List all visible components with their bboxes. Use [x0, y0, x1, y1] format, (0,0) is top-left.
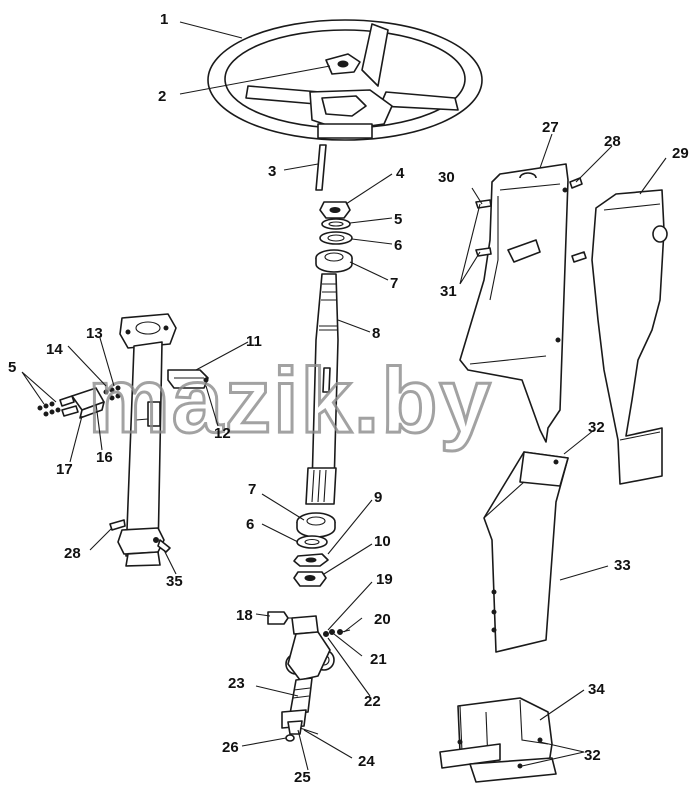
callout-13: 13	[86, 325, 103, 342]
callout-14: 14	[46, 341, 63, 358]
horn-cap	[325, 53, 361, 75]
callout-16: 16	[96, 449, 113, 466]
callout-17: 17	[56, 461, 73, 478]
callout-30: 30	[438, 169, 455, 186]
callout-21: 21	[370, 651, 387, 668]
callout-11: 11	[246, 333, 262, 350]
callout-2: 2	[158, 88, 166, 105]
callout-32-bottom: 32	[584, 747, 601, 764]
callout-4: 4	[396, 165, 405, 182]
callout-18: 18	[236, 607, 253, 624]
washers-5-left	[37, 395, 79, 417]
small-parts-19-22	[323, 629, 351, 637]
callout-7-bottom: 7	[248, 481, 256, 498]
screws-30-31	[475, 177, 587, 263]
washer-6-bottom	[296, 535, 328, 549]
callout-26: 26	[222, 739, 239, 756]
callout-19: 19	[376, 571, 393, 588]
washer-26	[285, 734, 295, 742]
callout-27: 27	[542, 119, 559, 136]
callout-labels: 1 2 3 4 5 5 6 6 7 7 8 9 10 11 12 13 14 1…	[8, 11, 689, 786]
callout-28-left: 28	[64, 545, 81, 562]
callout-31: 31	[440, 283, 457, 300]
cable-11	[167, 369, 209, 389]
screw-35	[157, 539, 171, 553]
callout-20: 20	[374, 611, 391, 628]
callout-23: 23	[228, 675, 245, 692]
callout-29: 29	[672, 145, 689, 162]
steering-wheel	[207, 19, 483, 141]
rod	[315, 144, 327, 191]
cover-33	[483, 451, 569, 653]
callout-28-right: 28	[604, 133, 621, 150]
bearing-7-top	[315, 249, 353, 273]
watermark: mazik.by	[88, 350, 493, 452]
lock-washer-9	[293, 553, 329, 567]
cover-34	[439, 697, 557, 783]
callout-5-stack: 5	[394, 211, 402, 228]
leader-lines	[21, 21, 667, 771]
callout-10: 10	[374, 533, 391, 550]
steering-shaft	[305, 273, 339, 505]
callout-5-left: 5	[8, 359, 16, 376]
bolt-18	[267, 611, 296, 625]
callout-6-bottom: 6	[246, 516, 254, 533]
callout-3: 3	[268, 163, 276, 180]
callout-25: 25	[294, 769, 311, 786]
callout-22: 22	[364, 693, 381, 710]
nut-4	[319, 201, 351, 219]
callout-6-top: 6	[394, 237, 402, 254]
callout-24: 24	[358, 753, 375, 770]
callout-12: 12	[214, 425, 231, 442]
bearing-7-bottom	[296, 512, 336, 538]
nut-10	[293, 571, 327, 587]
callout-34: 34	[588, 681, 605, 698]
column-tube	[117, 313, 177, 567]
callout-8: 8	[372, 325, 380, 342]
universal-joint	[281, 615, 335, 735]
callout-32-top: 32	[588, 419, 605, 436]
cover-29	[591, 189, 668, 485]
callout-35: 35	[166, 573, 183, 590]
washer-6-top	[319, 231, 353, 245]
callout-1: 1	[160, 11, 168, 28]
callout-9: 9	[374, 489, 382, 506]
cover-27	[459, 163, 569, 443]
bolts-14-13	[103, 385, 121, 401]
callout-33: 33	[614, 557, 631, 574]
washer-5	[321, 218, 351, 230]
callout-7-top: 7	[390, 275, 398, 292]
